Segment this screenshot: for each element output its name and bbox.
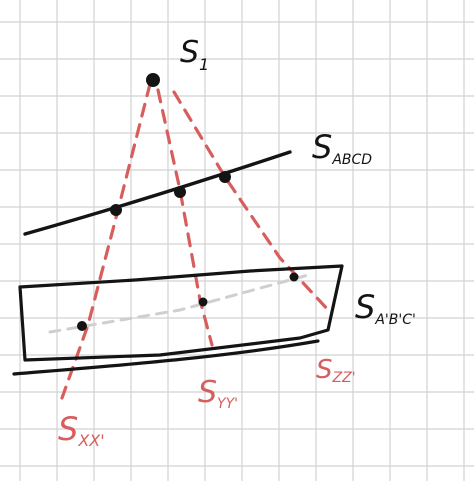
label-sxx: SXX' [58, 410, 105, 450]
label-sxx-sub: XX' [77, 431, 104, 450]
projection-point-zz [289, 272, 299, 282]
label-sabcd-prime-main: S [355, 288, 375, 326]
plane-sabcd-prime-rectangle [18, 264, 344, 362]
label-szz: SZZ' [316, 355, 356, 386]
plane-sabcd-prime-base-line [12, 339, 320, 376]
label-syy: SYY' [198, 375, 238, 412]
projection-line-zz [172, 90, 332, 314]
projection-line-yy [156, 88, 214, 347]
label-sabcd-prime: SA'B'C' [355, 288, 416, 328]
grey-dashed-line [48, 272, 314, 334]
label-s1-sub: 1 [199, 55, 209, 74]
label-sxx-main: S [58, 410, 78, 448]
intersection-point-yy [174, 186, 186, 198]
label-syy-main: S [198, 375, 217, 410]
label-syy-sub: YY' [217, 396, 238, 412]
intersection-point-zz [219, 171, 231, 183]
projection-lines [60, 82, 332, 400]
label-sabcd: SABCD [312, 128, 372, 168]
point-s1 [146, 73, 160, 87]
label-szz-main: S [316, 355, 333, 385]
projection-point-yy [198, 297, 208, 307]
plane-sabcd-line [23, 150, 292, 236]
label-szz-sub: ZZ' [332, 370, 356, 386]
intersection-point-xx [110, 204, 122, 216]
projection-point-xx [77, 321, 87, 331]
label-s1: S1 [180, 35, 209, 74]
label-sabcd-sub: ABCD [331, 152, 372, 168]
label-sabcd-main: S [312, 128, 332, 166]
projection-line-xx [60, 82, 152, 400]
label-sabcd-prime-sub: A'B'C' [374, 312, 416, 328]
label-s1-main: S [180, 35, 199, 70]
